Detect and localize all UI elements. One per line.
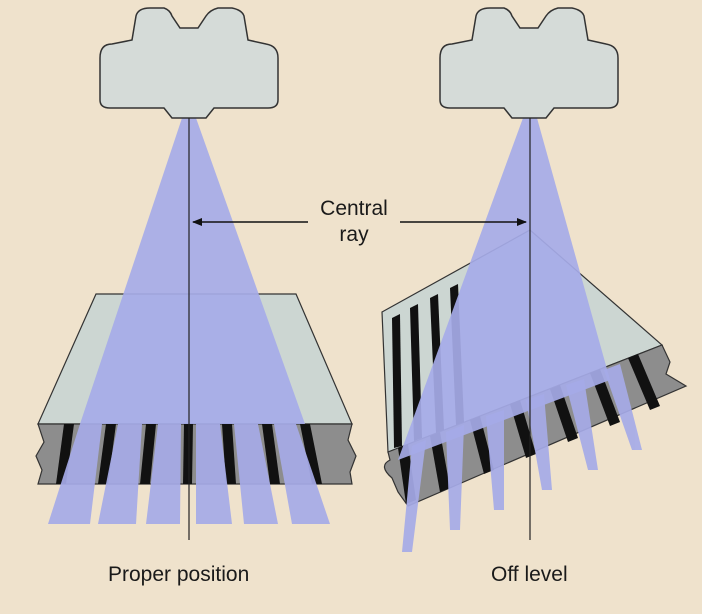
central-ray-label-line1: Central — [320, 197, 388, 220]
xray-tube-head — [99, 7, 279, 119]
xray-beam — [80, 118, 305, 424]
beam-through-grid — [48, 424, 330, 524]
off-level-panel — [381, 7, 688, 552]
beam-through-grid — [402, 364, 642, 552]
proper-position-panel — [35, 7, 357, 540]
xray-tube-head — [439, 7, 619, 119]
xray-beam — [398, 118, 610, 460]
central-ray-label-line2: ray — [339, 223, 369, 246]
central-ray-label: Central ray — [320, 196, 388, 248]
off-level-caption: Off level — [491, 563, 568, 586]
lead-strips — [56, 424, 322, 484]
proper-position-caption: Proper position — [108, 563, 250, 586]
